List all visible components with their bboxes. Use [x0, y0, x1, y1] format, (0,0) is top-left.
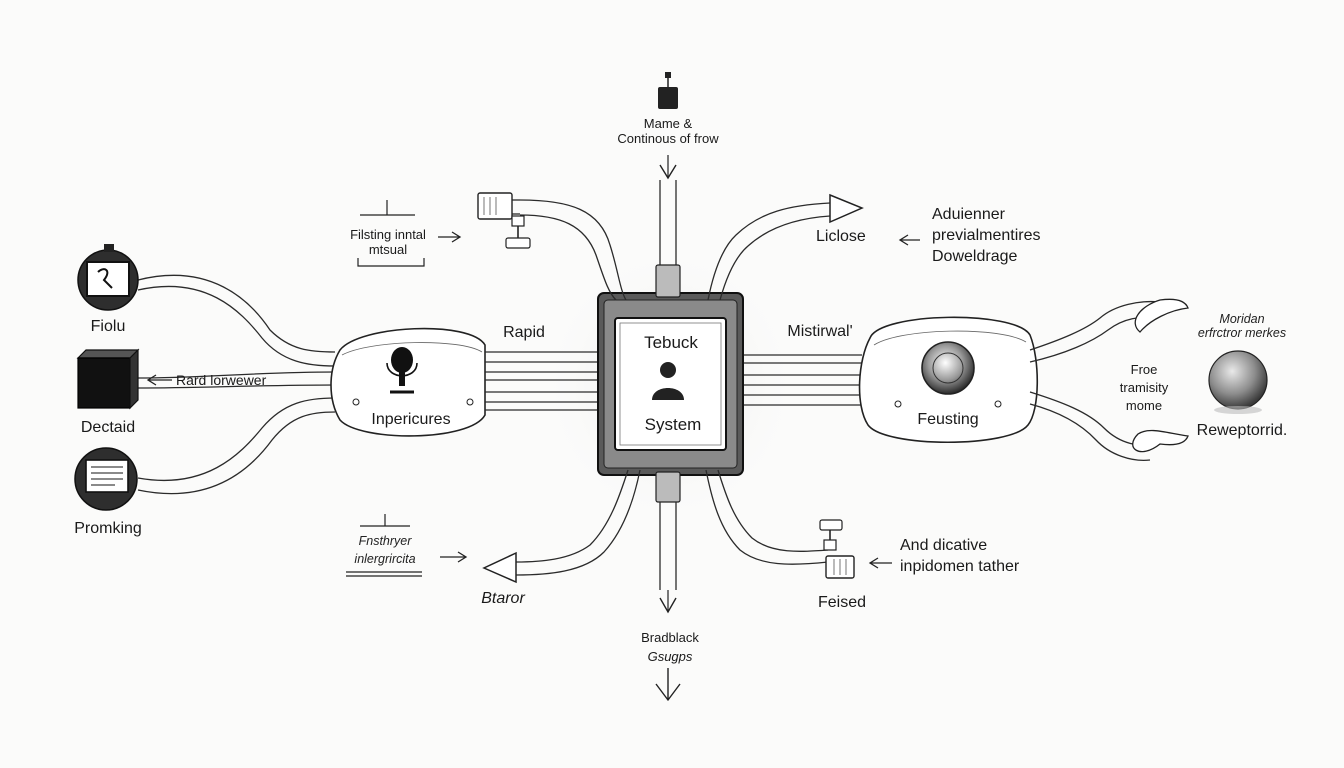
document-icon	[74, 447, 138, 511]
hub-title: Tebuck	[644, 333, 698, 352]
top-note: Mame & Continous of frow	[617, 116, 719, 147]
sphere-icon	[1208, 350, 1268, 410]
liclose-label: Liclose	[816, 228, 866, 245]
upper-left-note-line1: Filsting inntal	[350, 227, 426, 242]
upper-left-note: Filsting inntal mtsual	[350, 227, 426, 258]
input-label-fiolu: Fiolu	[90, 318, 126, 335]
lower-left-note: Fnsthryer inlergrircita	[354, 532, 415, 568]
btaror-label: Btaror	[481, 590, 525, 607]
edge-label-mistirwal: Mistirwal'	[787, 323, 853, 340]
right-middle-note-line1: Froe	[1130, 362, 1158, 377]
lens-icon	[921, 341, 975, 395]
feised-label: Feised	[817, 594, 867, 611]
upper-left-tube	[519, 199, 627, 301]
right-middle-note-line3: mome	[1125, 398, 1163, 413]
right-middle-note-line2: tramisity	[1119, 380, 1169, 395]
lower-left-note-line2: inlergrircita	[354, 552, 416, 566]
lower-right-note-line1: And dicative	[900, 537, 988, 554]
upper-left-valve-icon	[477, 192, 531, 249]
left-arrow-note: Rard lorwewer	[176, 372, 267, 388]
upper-right-note-line2: previalmentires	[932, 227, 1041, 244]
top-lamp-icon	[658, 72, 678, 109]
left-node-label: Inpericures	[371, 411, 451, 428]
right-top-note: Moridan erfrctror merkes	[1198, 312, 1286, 341]
bottom-connector	[655, 471, 681, 614]
upper-right-note-line3: Doweldrage	[932, 248, 1018, 265]
bottom-note-line2: Gsugps	[647, 649, 693, 664]
upper-right-note: Aduienner previalmentires Doweldrage	[932, 204, 1040, 267]
sphere-label: Reweptorrid.	[1196, 422, 1288, 439]
note-arrows	[146, 231, 920, 569]
liclose-arrowhead	[829, 193, 864, 224]
lower-right-valve-icon	[819, 519, 855, 579]
btaror-arrowhead	[482, 551, 517, 584]
tv-icon	[77, 244, 139, 311]
person-icon	[652, 362, 684, 400]
microphone-icon	[386, 347, 418, 394]
bottom-note-line1: Bradblack	[641, 630, 699, 645]
lower-right-tube	[705, 469, 829, 565]
lower-left-tube	[515, 469, 641, 576]
lower-right-note-line2: inpidomen tather	[900, 558, 1020, 575]
hub-subtitle: System	[644, 415, 702, 434]
upper-horn-icon	[1134, 298, 1189, 333]
right-hub-tubes	[740, 354, 862, 406]
right-middle-note: Froe tramisity mome	[1120, 361, 1168, 415]
bottom-down-arrow	[655, 668, 681, 702]
left-hub-tubes	[485, 351, 600, 411]
input-label-promking: Promking	[74, 520, 142, 537]
top-note-line2: Continous of frow	[617, 130, 719, 146]
left-input-tubes	[137, 274, 336, 495]
black-box-icon	[76, 348, 140, 410]
top-note-line1: Mame &	[643, 116, 693, 131]
right-top-note-line1: Moridan	[1219, 312, 1265, 326]
lower-right-note: And dicative inpidomen tather	[900, 535, 1019, 577]
upper-right-note-line1: Aduienner	[932, 206, 1005, 223]
sphere-shadow	[1214, 406, 1262, 414]
input-label-dectaid: Dectaid	[80, 419, 136, 436]
left-capsule	[330, 327, 486, 437]
note-brackets	[346, 200, 425, 577]
bottom-note: Bradblack Gsugps	[641, 628, 699, 666]
edge-label-rapid: Rapid	[503, 324, 545, 341]
lower-horn-icon	[1132, 429, 1189, 453]
lower-left-note-line1: Fnsthryer	[358, 534, 412, 548]
right-node-label: Feusting	[917, 411, 979, 428]
right-top-note-line2: erfrctror merkes	[1197, 326, 1287, 341]
upper-left-note-line2: mtsual	[368, 241, 408, 257]
top-connector	[655, 155, 681, 298]
upper-right-tube	[707, 202, 831, 301]
